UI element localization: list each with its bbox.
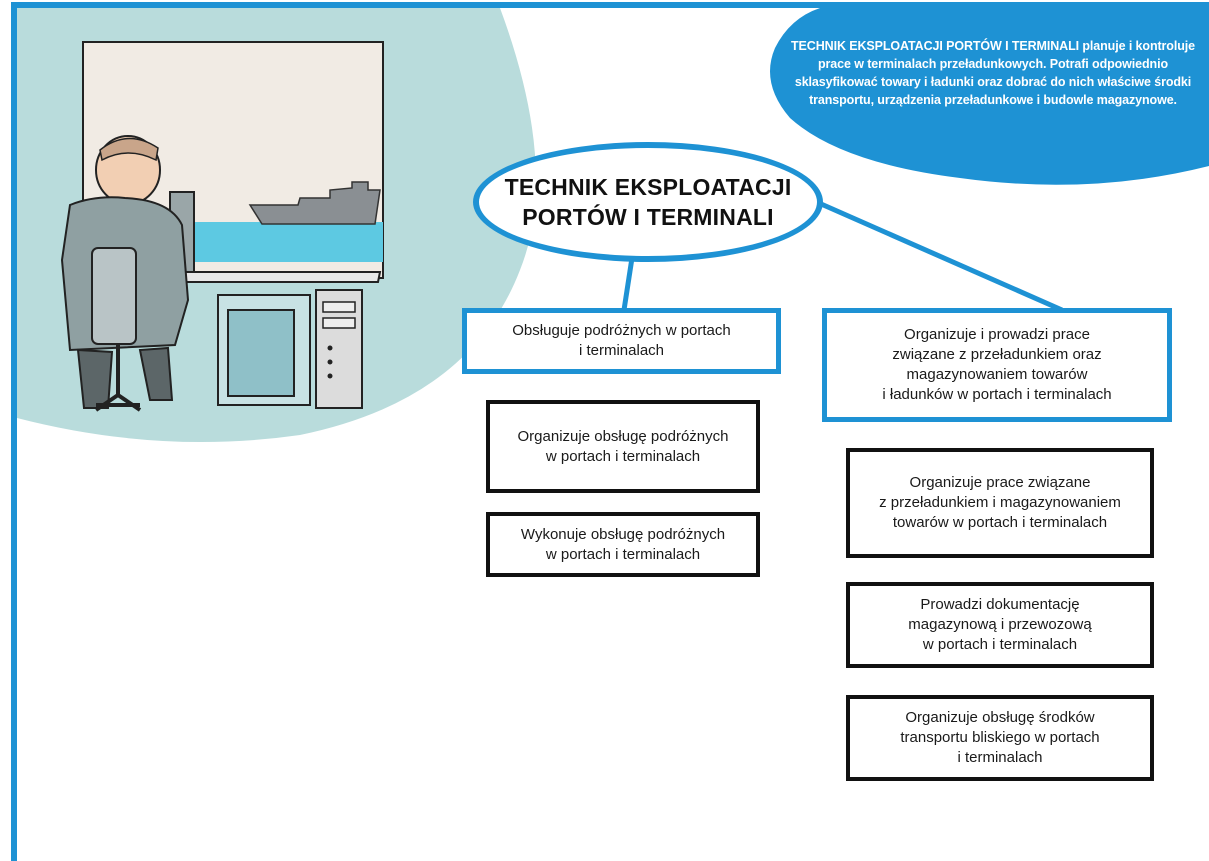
connector-left — [621, 257, 635, 311]
task-left-1-label: Organizuje obsługę podróżnych w portach … — [517, 427, 729, 465]
info-panel-shape — [770, 8, 1209, 185]
task-right-3-label: Organizuje obsługę środków transportu bl… — [900, 709, 1100, 766]
task-right-1-label: Organizuje prace związane z przeładunkie… — [879, 474, 1121, 531]
info-panel-text: TECHNIK EKSPLOATACJI PORTÓW I TERMINALI … — [791, 39, 1195, 107]
frame-top-border — [11, 2, 1209, 8]
qualification-box-left: Obsługuje podróżnych w portach i termina… — [462, 308, 781, 374]
connector-right — [810, 197, 1064, 313]
task-left-2-label: Wykonuje obsługę podróżnych w portach i … — [520, 525, 726, 563]
qualification-left-label: Obsługuje podróżnych w portach i termina… — [512, 322, 731, 359]
worker-illustration — [17, 8, 536, 443]
diagram-title: TECHNIK EKSPLOATACJI PORTÓW I TERMINALI — [504, 174, 792, 230]
chair — [91, 247, 137, 345]
sea — [185, 222, 383, 262]
qualification-box-right: Organizuje i prowadzi prace związane z p… — [822, 308, 1172, 422]
qualification-right-label: Organizuje i prowadzi prace związane z p… — [882, 326, 1112, 403]
task-box-right-2: Prowadzi dokumentację magazynową i przew… — [846, 582, 1154, 668]
frame-left-border — [11, 2, 17, 861]
task-box-left-1: Organizuje obsługę podróżnych w portach … — [486, 400, 760, 493]
task-box-right-1: Organizuje prace związane z przeładunkie… — [846, 448, 1154, 558]
task-box-right-3: Organizuje obsługę środków transportu bl… — [846, 695, 1154, 781]
task-box-left-2: Wykonuje obsługę podróżnych w portach i … — [486, 512, 760, 577]
task-right-2-label: Prowadzi dokumentację magazynową i przew… — [908, 596, 1092, 653]
title-oval: TECHNIK EKSPLOATACJI PORTÓW I TERMINALI — [473, 142, 823, 262]
ship-icon — [248, 181, 381, 225]
